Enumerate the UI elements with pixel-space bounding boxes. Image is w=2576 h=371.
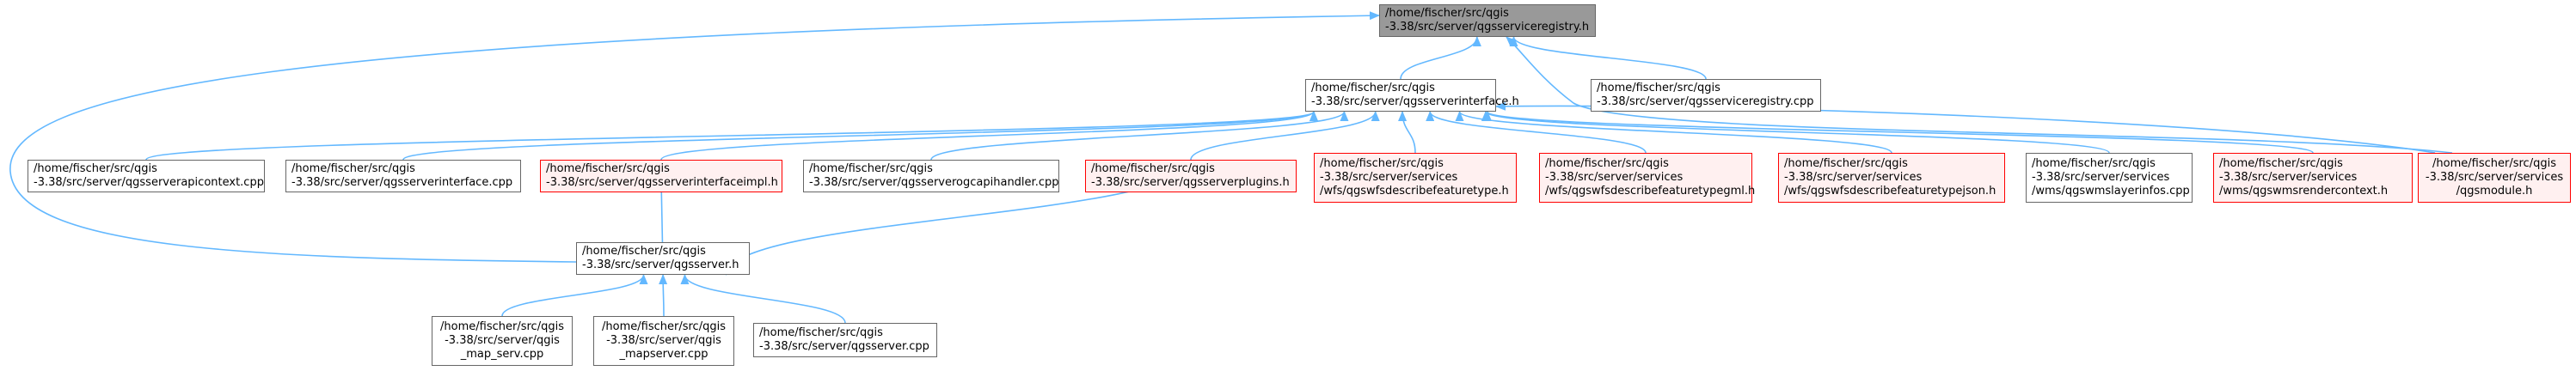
node-wfs-json[interactable]: /home/fischer/src/qgis-3.38/src/server/s… bbox=[1778, 153, 2005, 203]
node-label-line: /home/fischer/src/qgis bbox=[1784, 157, 1908, 170]
node-wfs-type[interactable]: /home/fischer/src/qgis-3.38/src/server/s… bbox=[1314, 153, 1517, 203]
node-wms-render[interactable]: /home/fischer/src/qgis-3.38/src/server/s… bbox=[2213, 153, 2413, 203]
node-ogcapi[interactable]: /home/fischer/src/qgis-3.38/src/server/q… bbox=[803, 160, 1059, 192]
node-label-line: _map_serv.cpp bbox=[460, 348, 544, 361]
edge-ogcapi-to-interface_h bbox=[930, 111, 1349, 161]
node-module[interactable]: /home/fischer/src/qgis-3.38/src/server/s… bbox=[2418, 153, 2571, 203]
node-label-line: -3.38/src/server/services bbox=[1784, 171, 1923, 184]
node-label-line: -3.38/src/server/qgsserver.h bbox=[582, 258, 739, 271]
node-registry-cpp[interactable]: /home/fischer/src/qgis-3.38/src/server/q… bbox=[1591, 79, 1821, 112]
node-label-line: -3.38/src/server/qgsserverogcapihandler.… bbox=[809, 176, 1059, 189]
node-label-line: /home/fischer/src/qgis bbox=[1597, 82, 1720, 94]
node-server-cpp[interactable]: /home/fischer/src/qgis-3.38/src/server/q… bbox=[753, 323, 937, 357]
node-interface-h[interactable]: /home/fischer/src/qgis-3.38/src/server/q… bbox=[1305, 79, 1519, 112]
node-label-line: /home/fischer/src/qgis bbox=[1385, 7, 1509, 20]
node-label-line: /home/fischer/src/qgis bbox=[291, 162, 415, 175]
edge-registry_cpp-to-registry_h bbox=[1509, 36, 1707, 80]
node-apicontext[interactable]: /home/fischer/src/qgis-3.38/src/server/q… bbox=[28, 160, 265, 192]
node-label-line: -3.38/src/server/qgsserverinterface.cpp bbox=[291, 176, 513, 189]
edge-wfs_gml-to-interface_h bbox=[1426, 111, 1647, 154]
node-label-line: /home/fischer/src/qgis bbox=[1545, 157, 1669, 170]
node-label-line: /wfs/qgswfsdescribefeaturetypegml.h bbox=[1545, 185, 1756, 198]
node-label-line: /home/fischer/src/qgis bbox=[1091, 162, 1215, 175]
node-label-line: -3.38/src/server/qgsserverinterfaceimpl.… bbox=[546, 176, 778, 189]
node-label-line: /home/fischer/src/qgis bbox=[582, 245, 706, 258]
node-label-line: -3.38/src/server/qgsserviceregistry.h bbox=[1385, 21, 1590, 33]
edge-plugins-to-interface_h bbox=[1190, 111, 1380, 161]
node-label-line: -3.38/src/server/qgis bbox=[606, 334, 721, 347]
edge-wms_render-to-interface_h bbox=[1483, 111, 2314, 154]
node-wfs-gml[interactable]: /home/fischer/src/qgis-3.38/src/server/s… bbox=[1539, 153, 1756, 203]
node-label-line: /home/fischer/src/qgis bbox=[2219, 157, 2343, 170]
node-label-line: /home/fischer/src/qgis bbox=[1311, 82, 1435, 94]
node-label-line: /home/fischer/src/qgis bbox=[546, 162, 670, 175]
node-label-line: -3.38/src/server/qgsserver.cpp bbox=[759, 340, 929, 353]
node-label-line: -3.38/src/server/services bbox=[2032, 171, 2170, 184]
node-label-line: /home/fischer/src/qgis bbox=[34, 162, 157, 175]
node-label-line: -3.38/src/server/qgsserviceregistry.cpp bbox=[1597, 95, 1814, 108]
node-label-line: -3.38/src/server/services bbox=[2425, 171, 2564, 184]
node-label-line: /home/fischer/src/qgis bbox=[759, 326, 883, 339]
edge-interface_cpp-to-interface_h bbox=[402, 111, 1318, 161]
node-label-line: /home/fischer/src/qgis bbox=[1320, 157, 1444, 170]
node-label-line: -3.38/src/server/qgsserverplugins.h bbox=[1091, 176, 1290, 189]
edge-apicontext-to-interface_h bbox=[145, 111, 1318, 161]
node-plugins[interactable]: /home/fischer/src/qgis-3.38/src/server/q… bbox=[1085, 160, 1297, 192]
node-label-line: -3.38/src/server/qgis bbox=[445, 334, 560, 347]
node-label-line: /wms/qgswmsrendercontext.h bbox=[2219, 185, 2389, 198]
edge-map_serv-to-server_h bbox=[501, 274, 648, 317]
node-label-line: /home/fischer/src/qgis bbox=[2032, 157, 2156, 170]
node-label-line: /home/fischer/src/qgis bbox=[2432, 157, 2556, 170]
node-mapserver[interactable]: /home/fischer/src/qgis-3.38/src/server/q… bbox=[593, 316, 734, 366]
node-label-line: /wfs/qgswfsdescribefeaturetype.h bbox=[1320, 185, 1509, 198]
node-interface-cpp[interactable]: /home/fischer/src/qgis-3.38/src/server/q… bbox=[285, 160, 521, 192]
edge-interfaceimpl-to-interface_h bbox=[660, 111, 1318, 161]
edge-wms_layerinfos-to-interface_h bbox=[1481, 111, 2110, 154]
node-label-line: -3.38/src/server/qgsserverinterface.h bbox=[1311, 95, 1519, 108]
edge-interface_h-to-registry_h bbox=[1400, 36, 1481, 80]
node-interfaceimpl[interactable]: /home/fischer/src/qgis-3.38/src/server/q… bbox=[540, 160, 782, 192]
node-label-line: /home/fischer/src/qgis bbox=[602, 320, 726, 333]
edge-wfs_json-to-interface_h bbox=[1455, 111, 1892, 154]
edge-mapserver-to-server_h bbox=[659, 274, 668, 317]
node-registry-h[interactable]: /home/fischer/src/qgis-3.38/src/server/q… bbox=[1379, 4, 1596, 37]
node-label-line: -3.38/src/server/services bbox=[2219, 171, 2358, 184]
edge-module-to-registry_h bbox=[1506, 36, 2453, 154]
edge-server_h-to-registry_h bbox=[9, 11, 1380, 263]
node-label-line: /wms/qgswmslayerinfos.cpp bbox=[2032, 185, 2190, 198]
edge-server_cpp-to-server_h bbox=[680, 274, 846, 324]
edge-wfs_type-to-interface_h bbox=[1398, 111, 1416, 154]
node-label-line: -3.38/src/server/qgsserverapicontext.cpp bbox=[34, 176, 264, 189]
node-label-line: /wfs/qgswfsdescribefeaturetypejson.h bbox=[1784, 185, 1996, 198]
node-label-line: -3.38/src/server/services bbox=[1545, 171, 1684, 184]
node-wms-layerinfos[interactable]: /home/fischer/src/qgis-3.38/src/server/s… bbox=[2026, 153, 2193, 203]
node-label-line: /home/fischer/src/qgis bbox=[809, 162, 933, 175]
node-label-line: -3.38/src/server/services bbox=[1320, 171, 1458, 184]
node-server-h[interactable]: /home/fischer/src/qgis-3.38/src/server/q… bbox=[576, 242, 750, 275]
node-label-line: _mapserver.cpp bbox=[619, 348, 708, 361]
node-label-line: /home/fischer/src/qgis bbox=[440, 320, 564, 333]
node-map-serv[interactable]: /home/fischer/src/qgis-3.38/src/server/q… bbox=[432, 316, 573, 366]
node-label-line: /qgsmodule.h bbox=[2456, 185, 2533, 198]
